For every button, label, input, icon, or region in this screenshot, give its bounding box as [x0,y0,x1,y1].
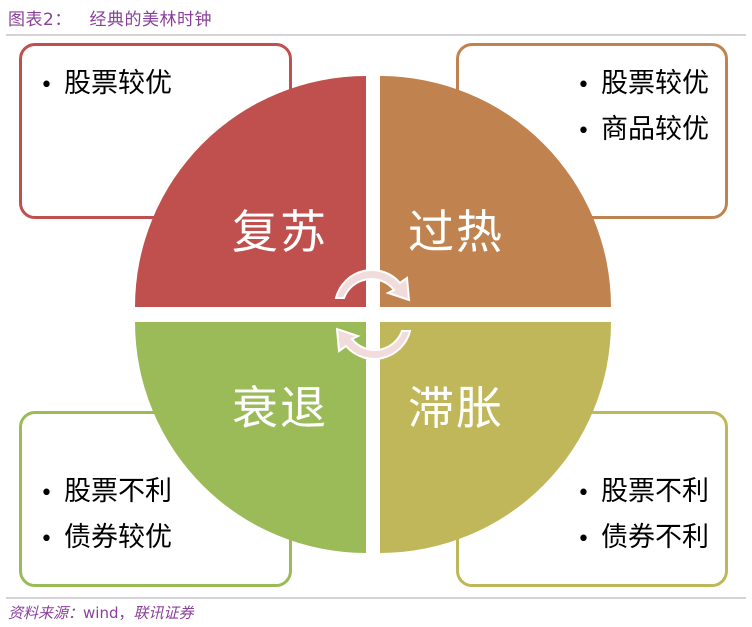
note-item: •股票不利 [40,476,172,507]
note-item: •股票不利 [577,476,709,507]
note-item: •股票较优 [577,68,709,99]
quadrant-label-recovery: 复苏 [232,205,328,259]
quadrant-label-overheat: 过热 [408,205,504,259]
note-item: •股票较优 [40,68,172,99]
quadrant-label-stagflation: 滞胀 [408,381,504,435]
source-note: 资料来源：wind，联讯证券 [8,604,194,622]
top-divider [6,34,746,36]
quadrant-stagflation [380,322,611,553]
bottom-divider [6,597,746,599]
note-item: •商品较优 [577,114,709,145]
figure-title: 图表2： 经典的美林时钟 [8,10,213,30]
cycle-arrows-icon [334,269,412,360]
note-item: •债券较优 [40,522,172,553]
quadrant-label-recession: 衰退 [232,381,328,435]
note-item: •债券不利 [577,522,709,553]
quadrant-overheat [380,76,611,307]
quadrant-recession [135,322,366,553]
quadrant-recovery [135,76,366,307]
